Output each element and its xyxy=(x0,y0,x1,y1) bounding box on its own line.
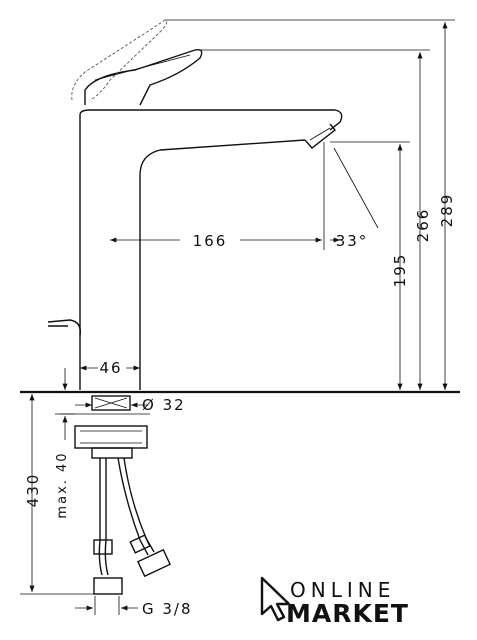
cursor-icon xyxy=(260,576,291,622)
spout-height-value: 195 xyxy=(391,253,409,288)
base-diameter-value: 46 xyxy=(99,359,122,377)
max-thickness-value: max. 40 xyxy=(55,451,70,518)
dimension-hole-diameter: Ø 32 xyxy=(75,396,186,414)
dimension-spout-height: 195 xyxy=(330,141,410,390)
dimension-spout-reach: 166 xyxy=(110,142,325,250)
connection-value: G 3/8 xyxy=(142,600,193,618)
lever-height-value: 266 xyxy=(414,208,432,243)
faucet-body xyxy=(20,109,460,394)
logo-line-2: MARKET xyxy=(286,599,409,628)
dimension-max-thickness: max. 40 xyxy=(55,368,75,519)
spout-angle-value: 33° xyxy=(336,232,369,250)
dimension-overall-height: 289 xyxy=(165,19,456,390)
dimension-connection: G 3/8 xyxy=(75,596,193,618)
popup-rod xyxy=(47,319,81,336)
online-market-logo: ONLINE MARKET xyxy=(260,576,409,628)
mounting-assembly xyxy=(60,395,171,595)
dimension-spout-angle: 33° xyxy=(330,147,379,250)
hole-diameter-value: Ø 32 xyxy=(142,396,186,414)
dimension-lever-height: 266 xyxy=(200,49,432,390)
spout-reach-value: 166 xyxy=(193,232,228,250)
dimension-supply-length: 430 xyxy=(20,394,95,595)
supply-length-value: 430 xyxy=(24,473,42,508)
logo-line-1: ONLINE xyxy=(290,578,395,602)
dimension-base-diameter: 46 xyxy=(80,358,140,378)
overall-height-value: 289 xyxy=(438,193,456,228)
lever-handle xyxy=(71,19,203,106)
